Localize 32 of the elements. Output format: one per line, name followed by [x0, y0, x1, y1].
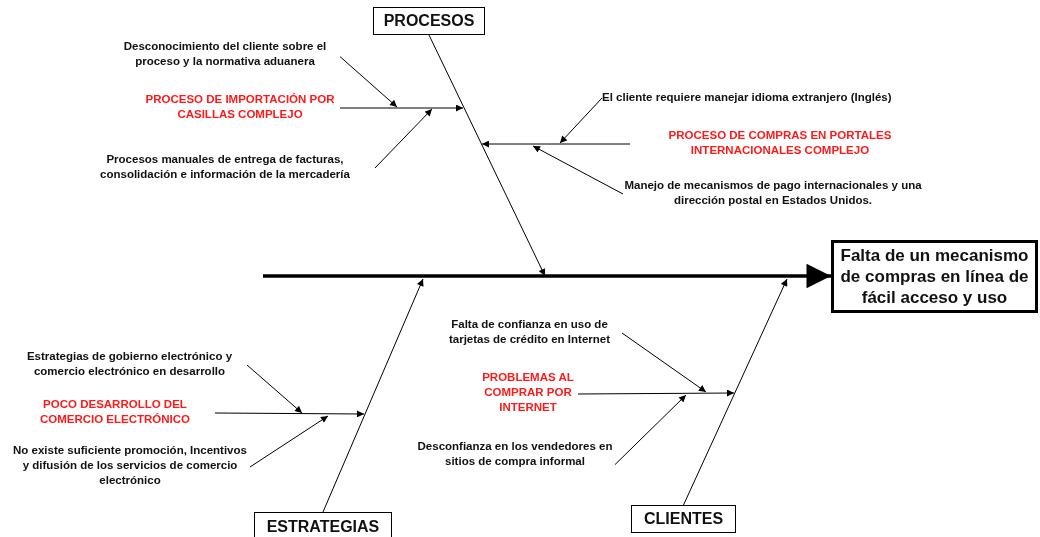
arrow	[559, 97, 603, 144]
sub-cause-text: PROCESO DE IMPORTACIÓN POR CASILLAS COMPLEJO	[140, 92, 340, 124]
sub-cause-text: PROCESO DE COMPRAS EN PORTALES INTERNACIONALES COMPLEJO	[630, 128, 930, 160]
category-box: ESTRATEGIAS	[254, 512, 392, 537]
arrow	[683, 278, 788, 506]
cause-text: Desconocimiento del cliente sobre el proceso y la normativa aduanera	[110, 39, 340, 71]
arrow	[481, 140, 631, 148]
cause-text: El cliente requiere manejar idioma extranjero (Inglés)	[602, 90, 952, 106]
arrow	[374, 108, 433, 169]
cause-text: Procesos manuales de entrega de facturas, consolidación e información de la mercadería	[75, 152, 375, 184]
arrow	[532, 145, 624, 195]
sub-cause-text: PROBLEMAS AL COMPRAR POR INTERNET	[478, 370, 578, 418]
arrow	[614, 394, 687, 466]
cause-text: Estrategias de gobierno electrónico y comercio electrónico en desarrollo	[12, 349, 247, 381]
arrow	[621, 332, 707, 393]
arrow	[339, 56, 398, 108]
cause-text: No existe suficiente promoción, Incentivos y difusión de los servicios de comercio electrónico	[10, 443, 250, 491]
sub-cause-text: POCO DESARROLLO DEL COMERCIO ELECTRÓNICO	[15, 397, 215, 429]
arrow	[246, 364, 303, 414]
arrow	[339, 104, 464, 112]
category-box: CLIENTES	[631, 505, 736, 533]
category-box: PROCESOS	[373, 7, 485, 35]
cause-text: Desconfianza en los vendedores en sitios de compra informal	[415, 439, 615, 471]
arrow	[249, 415, 329, 468]
cause-text: Falta de confianza en uso de tarjetas de crédito en Internet	[437, 317, 622, 349]
arrow	[428, 34, 546, 277]
arrow	[577, 389, 735, 397]
spine-arrow	[263, 263, 831, 289]
cause-text: Manejo de mecanismos de pago internacionales y una dirección postal en Estados Unidos.	[623, 178, 923, 210]
effect-box: Falta de un mecanismo de compras en línea de fácil acceso y uso	[831, 240, 1038, 313]
arrow	[322, 278, 424, 513]
arrow	[214, 410, 365, 418]
